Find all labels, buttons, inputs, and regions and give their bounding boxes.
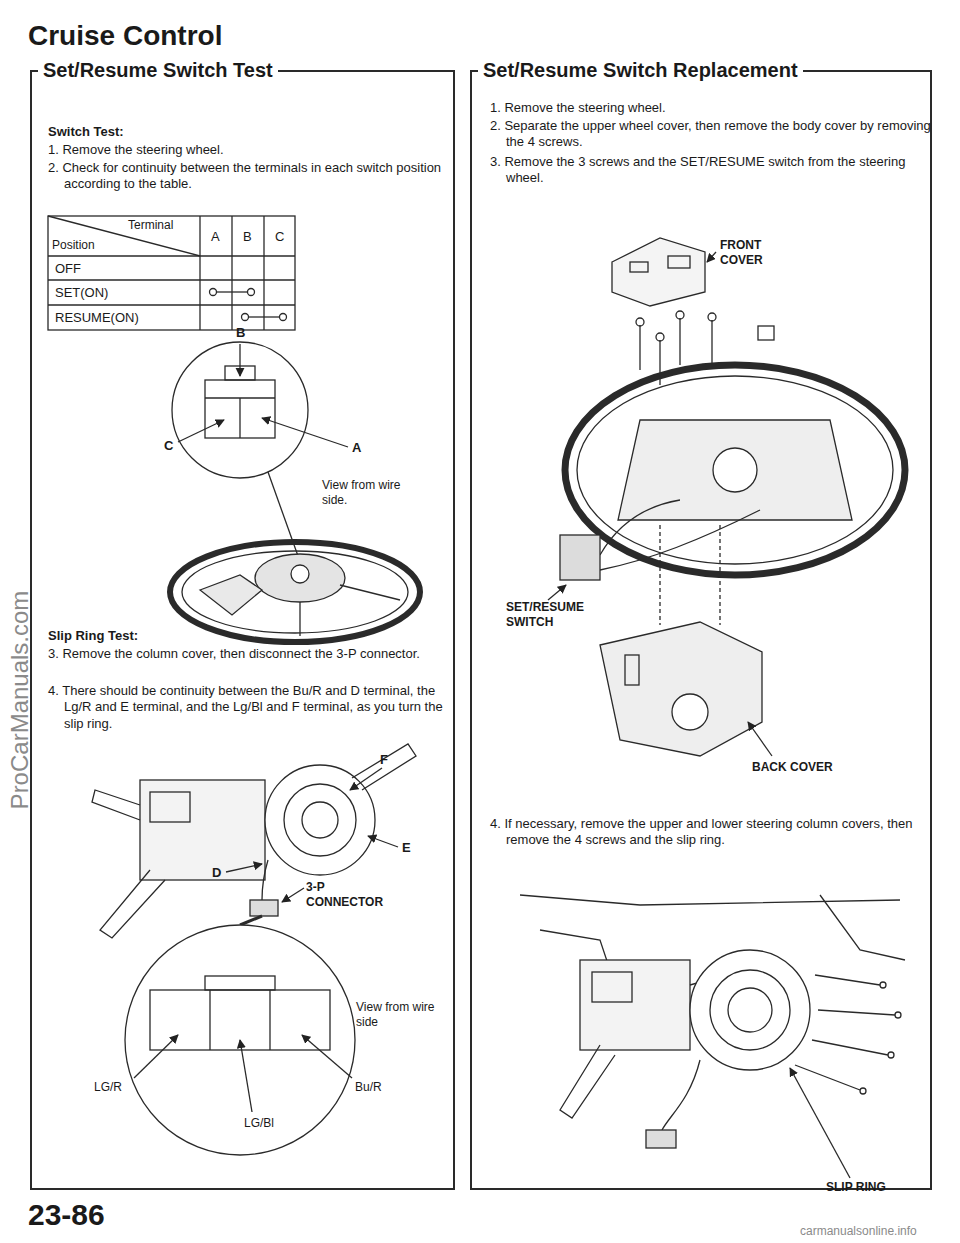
part-label: BACK COVER [752,760,833,775]
combination-switch-figure [92,744,416,938]
table-cell: Position [52,238,95,253]
step: 4. There should be continuity between th… [48,683,459,732]
callout-label: E [402,840,411,856]
callout-label: F [380,752,388,768]
steering-wheel-exploded [548,365,905,625]
continuity-table [48,216,295,330]
slip-ring-connector-figure [125,925,355,1155]
section-heading: Set/Resume Switch Test [38,58,278,82]
callout-label: B [236,325,245,341]
watermark: carmanualsonline.info [800,1224,917,1239]
front-cover-figure [612,238,716,306]
callout-label: C [164,438,173,454]
table-cell: C [275,229,284,245]
page-number: 23-86 [28,1196,105,1234]
wire-color: LG/Bl [244,1116,274,1131]
page-title: Cruise Control [28,20,222,52]
wire-color: LG/R [94,1080,122,1095]
step: 1. Remove the steering wheel. [490,100,936,116]
step: 3. Remove the column cover, then disconn… [48,646,459,662]
part-label: SET/RESUME SWITCH [506,600,601,630]
step: 1. Remove the steering wheel. [48,142,459,158]
back-cover-figure [600,622,772,756]
part-label: FRONT COVER [720,238,800,268]
callout-label: A [352,440,361,456]
step: 3. Remove the 3 screws and the SET/RESUM… [490,154,936,187]
watermark: ProCarManuals.com [5,591,35,810]
section-panel: Set/Resume Switch Replacement [470,70,932,1190]
step: 2. Separate the upper wheel cover, then … [490,118,936,151]
table-cell: Terminal [128,218,173,233]
note: View from wire side [356,1000,436,1030]
step: 4. If necessary, remove the upper and lo… [490,816,936,849]
table-cell: SET(ON) [55,285,108,301]
steering-wheel-figure [170,542,420,642]
table-cell: OFF [55,261,81,277]
section-subheading: Slip Ring Test: [48,628,248,644]
wire-color: Bu/R [355,1080,382,1095]
part-label: SLIP RING [826,1180,886,1195]
slip-ring-removal-figure [520,895,905,1178]
part-label: 3-P CONNECTOR [306,880,396,910]
note: View from wire side. [322,478,412,508]
callout-label: D [212,865,221,881]
section-heading: Set/Resume Switch Replacement [478,58,803,82]
table-cell: B [243,229,252,245]
table-cell: RESUME(ON) [55,310,139,326]
section-subheading: Switch Test: [48,124,248,140]
switch-connector-figure [172,342,348,556]
table-cell: A [211,229,220,245]
step: 2. Check for continuity between the term… [48,160,459,193]
